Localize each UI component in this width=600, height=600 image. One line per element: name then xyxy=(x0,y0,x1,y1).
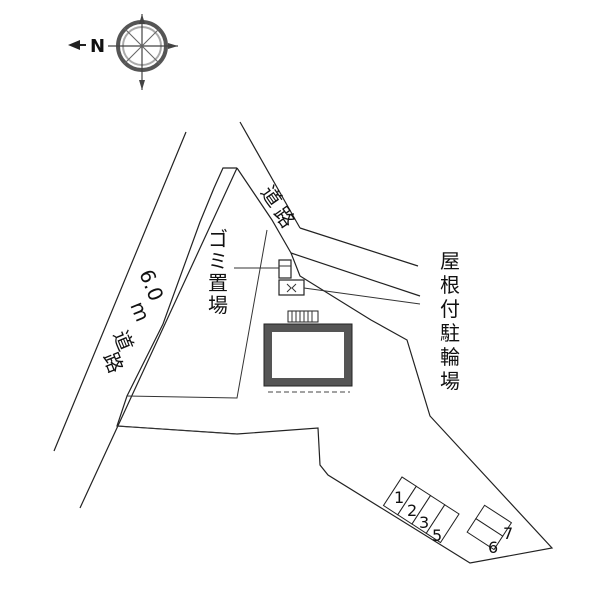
bike-parking-label-6: 場 xyxy=(440,369,460,393)
garbage-area xyxy=(234,259,292,279)
bike-parking-label-1: 屋 xyxy=(440,249,460,273)
parking-block-right xyxy=(466,504,513,551)
main-road xyxy=(53,131,238,509)
parking-space-5: 5 xyxy=(432,526,442,545)
parking-block-left xyxy=(382,476,460,544)
main-road-name-2: 路 xyxy=(98,349,128,377)
parking-space-1: 1 xyxy=(394,488,404,507)
parking-space-2: 2 xyxy=(407,501,417,520)
side-road xyxy=(239,121,421,297)
garbage-label-2: ミ xyxy=(208,249,228,273)
garbage-label-4: 場 xyxy=(208,293,228,317)
garbage-label-3: 置 xyxy=(208,271,228,295)
main-road-width-label: 6.0 xyxy=(134,266,168,304)
compass-rose-icon xyxy=(108,14,178,90)
parking-space-7: 7 xyxy=(503,524,513,543)
bike-parking-label-5: 輪 xyxy=(440,345,460,369)
parking-space-3: 3 xyxy=(419,513,429,532)
bike-parking-label-2: 根 xyxy=(440,273,460,297)
bicycle-parking xyxy=(278,279,421,305)
building xyxy=(263,310,353,393)
site-divider xyxy=(126,229,268,399)
site-boundary xyxy=(116,167,554,564)
north-label: N xyxy=(90,36,105,57)
parking-space-6: 6 xyxy=(488,538,498,557)
north-arrow-icon xyxy=(68,40,86,50)
bike-parking-label-4: 駐 xyxy=(440,321,460,345)
main-road-name-1: 道 xyxy=(108,327,138,355)
site-divider-lower xyxy=(116,425,238,435)
garbage-label-1: ゴ xyxy=(208,227,228,251)
bike-parking-label-3: 付 xyxy=(440,297,460,321)
